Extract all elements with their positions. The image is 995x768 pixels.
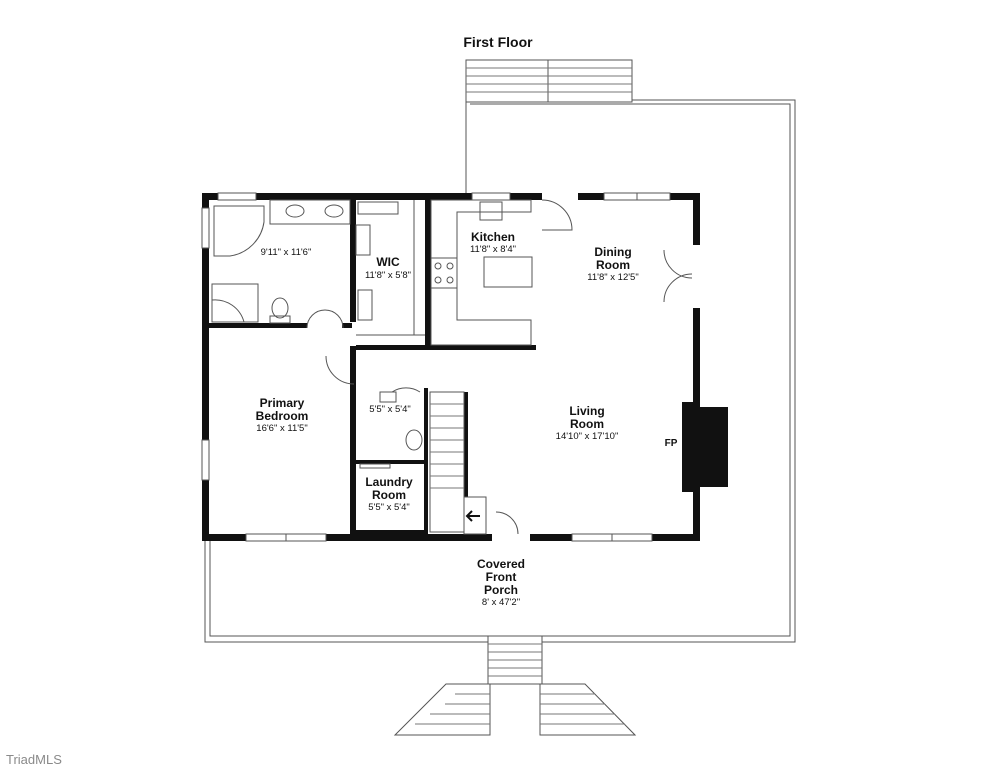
kitchen-dims: 11'8" x 8'4" [470, 244, 516, 255]
kitchen-name: Kitchen [471, 230, 515, 244]
wic-dims: 11'8" x 5'8" [365, 270, 411, 281]
floor-title: First Floor [463, 34, 533, 50]
laundry-name-2: Room [372, 488, 406, 502]
fixtures [211, 199, 533, 535]
living-name-1: Living [569, 404, 604, 418]
wic-name: WIC [376, 255, 400, 269]
interior-walls [209, 200, 536, 534]
half-bath-dims: 5'5" x 5'4" [369, 404, 411, 415]
dining-name-1: Dining [594, 245, 631, 259]
living-dims: 14'10" x 17'10" [556, 431, 619, 442]
fireplace [682, 402, 728, 492]
dining-name-2: Room [596, 258, 630, 272]
porch-outline [204, 99, 796, 643]
fireplace-label: FP [665, 438, 678, 449]
watermark: TriadMLS [6, 752, 62, 767]
primary-name-2: Bedroom [256, 409, 309, 423]
bath-dims: 9'11" x 11'6" [261, 247, 312, 258]
porch-name-3: Porch [484, 583, 518, 597]
rear-steps [465, 59, 633, 103]
windows [201, 192, 671, 542]
porch-dims: 8' x 47'2" [482, 597, 520, 608]
laundry-name-1: Laundry [365, 475, 413, 489]
porch-name-1: Covered [477, 557, 525, 571]
front-steps [393, 635, 637, 736]
laundry-dims: 5'5" x 5'4" [368, 502, 410, 513]
dining-dims: 11'8" x 12'5" [587, 272, 638, 283]
primary-dims: 16'6" x 11'5" [256, 423, 307, 434]
primary-name-1: Primary [260, 396, 305, 410]
living-name-2: Room [570, 417, 604, 431]
doors [306, 199, 693, 535]
porch-name-2: Front [486, 570, 517, 584]
